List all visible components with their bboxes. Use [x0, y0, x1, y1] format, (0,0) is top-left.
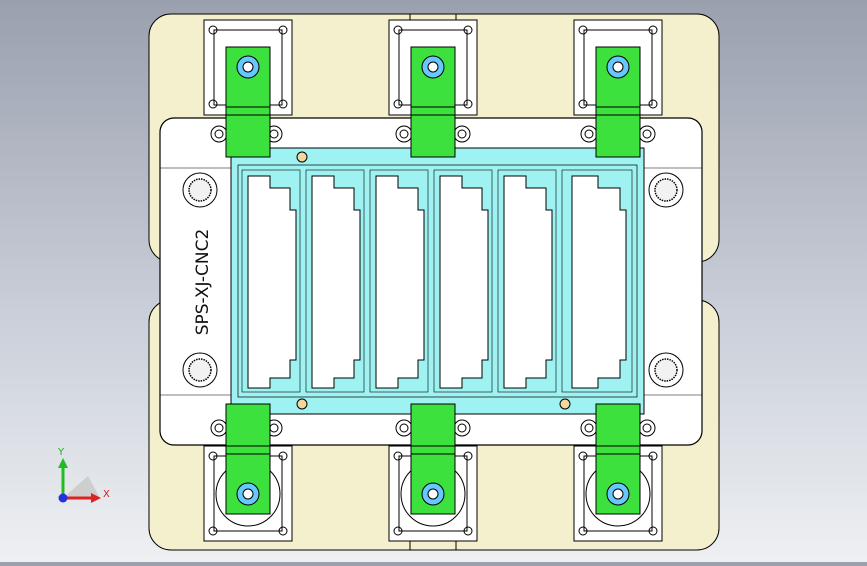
bolt-hole: [210, 125, 228, 143]
nest-pocket: [241, 169, 301, 393]
nest-pocket: [305, 169, 365, 393]
clamp-arm[interactable]: [225, 403, 271, 515]
bolt-hole: [638, 125, 656, 143]
bolt-hole: [580, 419, 598, 437]
clamp-arm[interactable]: [595, 46, 641, 158]
bolt-hole: [580, 125, 598, 143]
locating-screw: [182, 172, 218, 208]
clamp-arm[interactable]: [410, 403, 456, 515]
nest-pocket: [433, 169, 493, 393]
bolt-hole: [395, 125, 413, 143]
bolt-hole: [210, 419, 228, 437]
bolt-hole: [638, 419, 656, 437]
nest-pocket: [369, 169, 429, 393]
bolt-hole: [453, 125, 471, 143]
bolt-hole: [395, 419, 413, 437]
dowel-pin: [296, 398, 308, 410]
nest-pocket: [561, 169, 633, 393]
clamp-arm[interactable]: [225, 46, 271, 158]
x-axis-arrow-icon: [91, 493, 101, 503]
clamp-arm[interactable]: [410, 46, 456, 158]
dowel-pin: [296, 151, 308, 163]
y-axis-label: Y: [57, 447, 65, 458]
clamp-arm[interactable]: [595, 403, 641, 515]
bolt-hole: [453, 419, 471, 437]
y-axis-arrow-icon: [58, 458, 68, 468]
axis-triad: Y X: [57, 447, 110, 503]
locating-screw: [648, 172, 684, 208]
part-label: SPS-XJ-CNC2: [193, 229, 213, 336]
dowel-pin: [559, 398, 571, 410]
x-axis-label: X: [103, 489, 110, 500]
locating-screw: [648, 352, 684, 388]
locating-screw: [182, 352, 218, 388]
nest-pocket: [497, 169, 557, 393]
